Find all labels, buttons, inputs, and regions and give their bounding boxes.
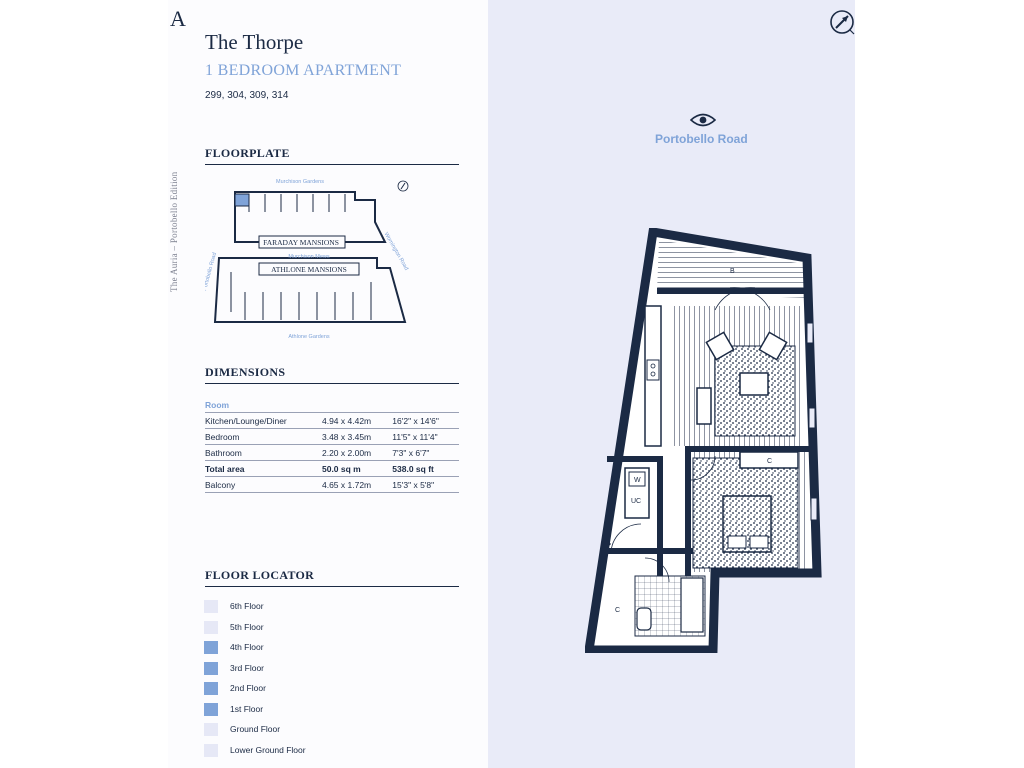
room-imperial: 7'3" x 6'7" [392,444,459,461]
room-imperial: 15'3" x 5'8" [392,476,459,493]
orientation-label: Portobello Road [655,132,748,146]
floor-label: Ground Floor [230,724,281,734]
street-left: Portobello Road [205,252,218,292]
room-name: Kitchen/Lounge/Diner [205,412,322,429]
athlone-block [213,257,407,323]
floor-swatch [204,682,218,695]
room-imperial: 16'2" x 14'6" [392,412,459,429]
washer-label: W [634,477,641,484]
room-name: Balcony [205,476,322,493]
room-name: Bathroom [205,444,322,461]
floorplate-heading: FLOORPLATE [205,146,459,165]
floor-label: 3rd Floor [230,662,265,673]
room-imperial: 11'5" x 11'4" [392,428,459,445]
faraday-block [234,191,387,243]
balcony-mark: B [730,268,735,275]
room-metric: 3.48 x 3.45m [321,428,393,445]
street-bottom: Athlone Gardens [288,334,330,340]
floorplate-map: FARADAY MANSIONS ATHLONE MANSIONS Murchi… [205,179,410,340]
info-sheet [168,0,488,768]
room-name: Bedroom [205,428,322,445]
wardrobe-label: C [767,458,772,465]
edition-label: The Auria – Portobello Edition [169,171,179,293]
room-metric: 50.0 sq m [321,460,393,477]
street-top: Murchison Gardens [276,179,324,185]
floor-swatch [204,661,218,675]
street-right: Wornington Road [383,232,410,272]
floor-swatch [204,620,218,634]
apartment-type: 1 BEDROOM APARTMENT [205,62,402,79]
floor-label: 2nd Floor [230,683,266,693]
floor-swatch [204,600,218,613]
floor-label: 4th Floor [230,642,264,652]
room-metric: 4.65 x 1.72m [321,476,393,493]
dimensions-header-row: Room [205,398,459,413]
dimensions-heading: DIMENSIONS [205,365,459,384]
room-imperial: 538.0 sq ft [392,460,459,477]
utility-label: UC [631,498,641,505]
floor-swatch [204,641,218,654]
page-title: The Thorpe [205,30,304,54]
floor-swatch [204,702,218,716]
room-name: Total area [205,460,322,477]
apartment-floorplan: B C W UC C [585,228,822,653]
floor-locator-heading: FLOOR LOCATOR [205,568,459,587]
unit-highlight [234,193,250,207]
brand-logo: A [170,6,186,31]
room-metric: 2.20 x 2.00m [321,444,393,461]
unit-numbers: 299, 304, 309, 314 [205,90,289,101]
compass-icon [830,10,855,35]
floor-label: 1st Floor [230,703,264,714]
store-label: C [615,607,620,614]
floor-swatch [204,743,218,757]
building-athlone: ATHLONE MANSIONS [271,265,347,274]
compass-icon [397,180,409,192]
floor-swatch [204,723,218,736]
building-faraday: FARADAY MANSIONS [263,238,339,247]
eye-icon [690,113,716,127]
floor-label: Lower Ground Floor [230,744,306,755]
floor-label: 6th Floor [230,601,264,611]
street-middle: Murchison Mews [288,254,330,260]
dimensions-header: Room [205,398,459,413]
floor-label: 5th Floor [230,621,264,632]
room-metric: 4.94 x 4.42m [321,412,393,429]
